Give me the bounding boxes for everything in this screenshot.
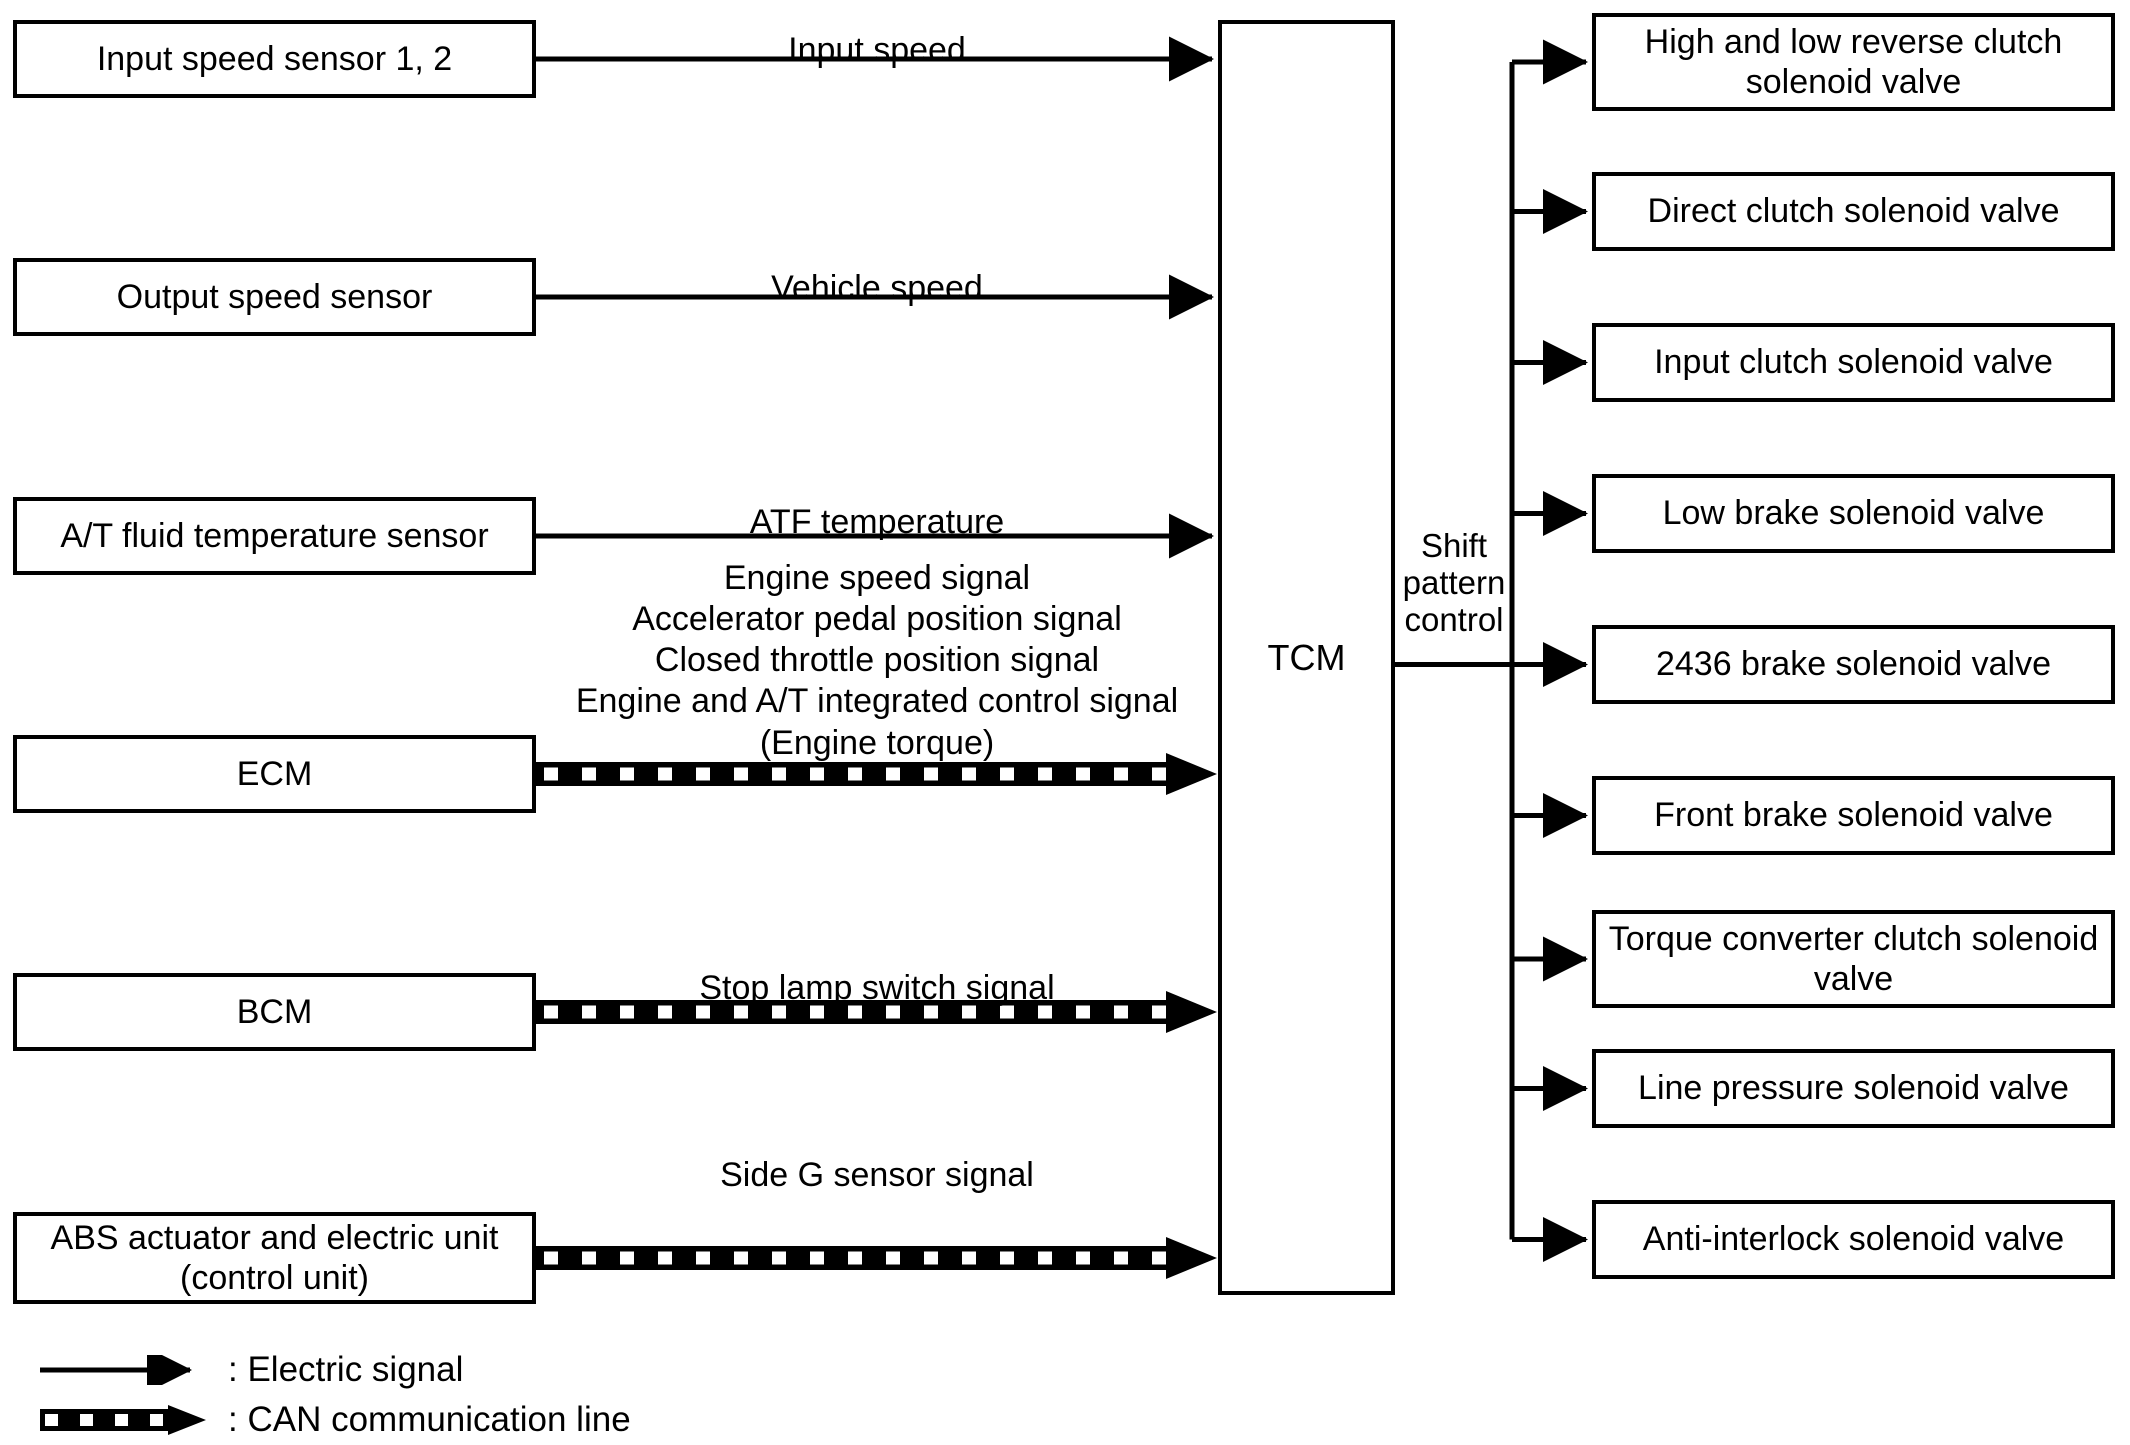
input-node-label: ABS actuator and electric unit (control … [50,1218,499,1297]
input-node[interactable]: ABS actuator and electric unit (control … [13,1212,536,1304]
output-node-label: Front brake solenoid valve [1654,796,2053,835]
output-node[interactable]: Torque converter clutch solenoid valve [1592,910,2115,1008]
can-line-arrow-icon [40,1405,206,1435]
input-node-label: BCM [236,992,313,1031]
generated-wires [536,36,1588,1279]
output-node-label: Line pressure solenoid valve [1638,1069,2069,1108]
signal-label: Stop lamp switch signal [699,969,1055,1007]
legend-label-electric: : Electric signal [228,1350,464,1389]
electric-signal-arrow-icon [40,1355,192,1385]
signal-label: Side G sensor signal [720,1156,1034,1194]
signal-label: Input speed [788,31,966,69]
input-node-label: ECM [236,754,313,793]
tcm-label: TCM [1267,636,1346,678]
shift-pattern-control-label: Shift pattern control [1402,527,1506,638]
input-node-label: Input speed sensor 1, 2 [96,39,453,78]
output-node[interactable]: High and low reverse clutch solenoid val… [1592,13,2115,111]
legend-label-can: : CAN communication line [228,1400,631,1439]
output-node-label: Torque converter clutch solenoid valve [1608,919,2099,998]
output-node[interactable]: Low brake solenoid valve [1592,474,2115,553]
signal-label: ATF temperature [749,503,1005,541]
output-node[interactable]: Front brake solenoid valve [1592,776,2115,855]
tcm-box[interactable]: TCM [1218,20,1395,1295]
signal-label: Vehicle speed [771,269,983,307]
output-node-label: Direct clutch solenoid valve [1647,192,2060,231]
input-node-label: A/T fluid temperature sensor [60,516,489,555]
output-node[interactable]: Input clutch solenoid valve [1592,323,2115,402]
output-node-label: Low brake solenoid valve [1662,494,2045,533]
input-node[interactable]: ECM [13,735,536,813]
output-node[interactable]: Direct clutch solenoid valve [1592,172,2115,251]
input-node-label: Output speed sensor [116,277,433,316]
output-node-label: Anti-interlock solenoid valve [1642,1220,2065,1259]
legend-row-can: : CAN communication line [40,1400,631,1440]
output-node-label: 2436 brake solenoid valve [1655,645,2052,684]
input-node[interactable]: Input speed sensor 1, 2 [13,20,536,98]
output-node-label: High and low reverse clutch solenoid val… [1644,22,2063,101]
signal-label: Engine speed signal Accelerator pedal po… [575,559,1179,762]
output-node-label: Input clutch solenoid valve [1654,343,2053,382]
input-node[interactable]: Output speed sensor [13,258,536,336]
output-node[interactable]: Line pressure solenoid valve [1592,1049,2115,1128]
output-node[interactable]: Anti-interlock solenoid valve [1592,1200,2115,1279]
output-node[interactable]: 2436 brake solenoid valve [1592,625,2115,704]
legend-row-electric: : Electric signal [40,1350,463,1390]
input-node[interactable]: BCM [13,973,536,1051]
input-node[interactable]: A/T fluid temperature sensor [13,497,536,575]
